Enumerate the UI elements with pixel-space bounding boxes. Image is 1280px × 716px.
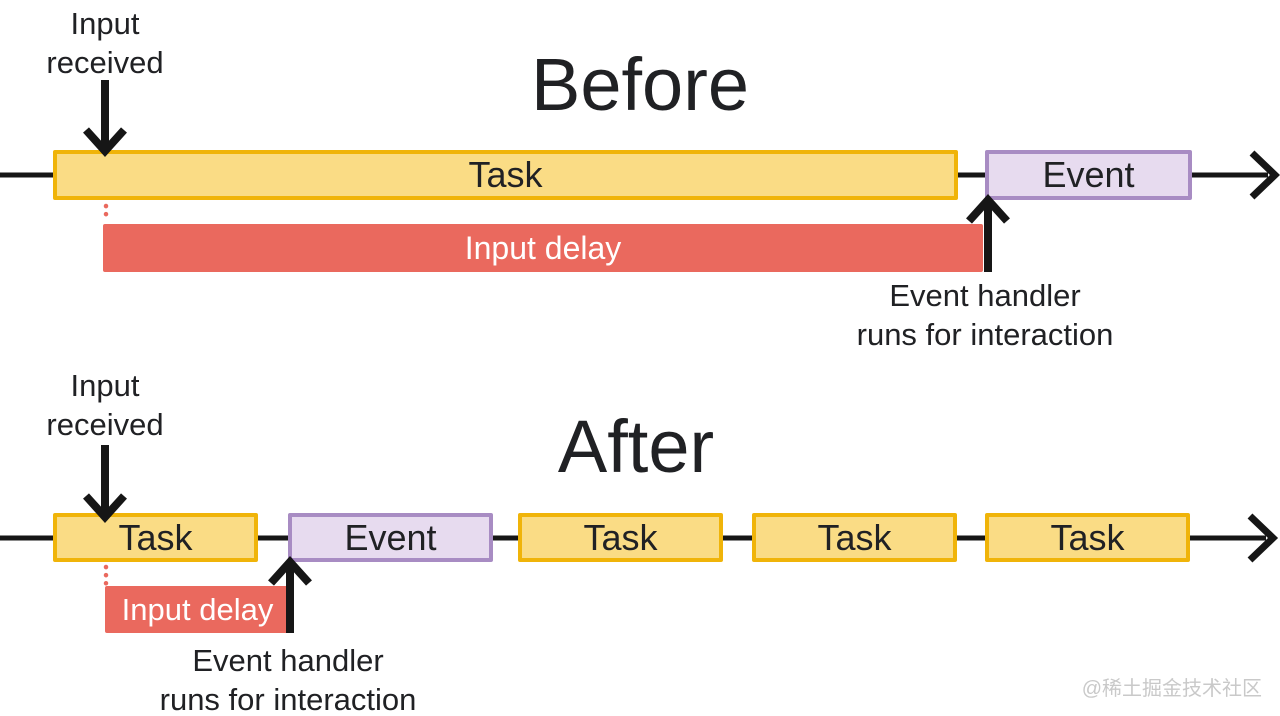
- after-task-box-4: Task: [985, 513, 1190, 562]
- after-timeline-arrowhead-icon: [1247, 513, 1279, 563]
- input-received-line2: received: [46, 45, 164, 80]
- after-event-box: Event: [288, 513, 493, 562]
- task-box-label: Task: [118, 516, 193, 558]
- after-input-down-arrow-icon: [83, 445, 127, 523]
- event-handler-line2: runs for interaction: [159, 682, 417, 716]
- input-received-line1: Input: [70, 6, 140, 41]
- after-title: After: [557, 405, 715, 488]
- after-task-box-3: Task: [752, 513, 957, 562]
- task-box-label: Task: [1050, 516, 1125, 558]
- before-timeline-arrowhead-icon: [1249, 150, 1280, 200]
- after-input-received-label: Input received: [15, 366, 195, 444]
- input-received-line1: Input: [70, 368, 140, 403]
- before-input-down-arrow-icon: [83, 80, 127, 157]
- before-event-handler-label: Event handler runs for interaction: [785, 276, 1185, 354]
- input-delay-label: Input delay: [121, 592, 274, 627]
- input-received-line2: received: [46, 407, 164, 442]
- after-task-box-2: Task: [518, 513, 723, 562]
- after-task-box-1: Task: [53, 513, 258, 562]
- event-handler-line1: Event handler: [192, 643, 384, 678]
- task-box-label: Task: [817, 516, 892, 558]
- task-box-label: Task: [468, 154, 543, 195]
- event-box-label: Event: [1042, 154, 1135, 195]
- before-input-received-label: Input received: [15, 4, 195, 82]
- after-input-delay-bar: Input delay: [105, 586, 290, 633]
- before-input-delay-bar: Input delay: [103, 224, 983, 272]
- watermark: @稀土掘金技术社区: [1081, 678, 1262, 700]
- before-task-box: Task: [53, 150, 958, 200]
- event-handler-line2: runs for interaction: [856, 317, 1114, 352]
- task-box-label: Task: [583, 516, 658, 558]
- event-box-label: Event: [344, 516, 437, 558]
- before-title: Before: [530, 43, 750, 126]
- before-event-box: Event: [985, 150, 1192, 200]
- input-delay-label: Input delay: [464, 230, 622, 266]
- event-handler-line1: Event handler: [889, 278, 1081, 313]
- after-event-handler-label: Event handler runs for interaction: [88, 641, 488, 716]
